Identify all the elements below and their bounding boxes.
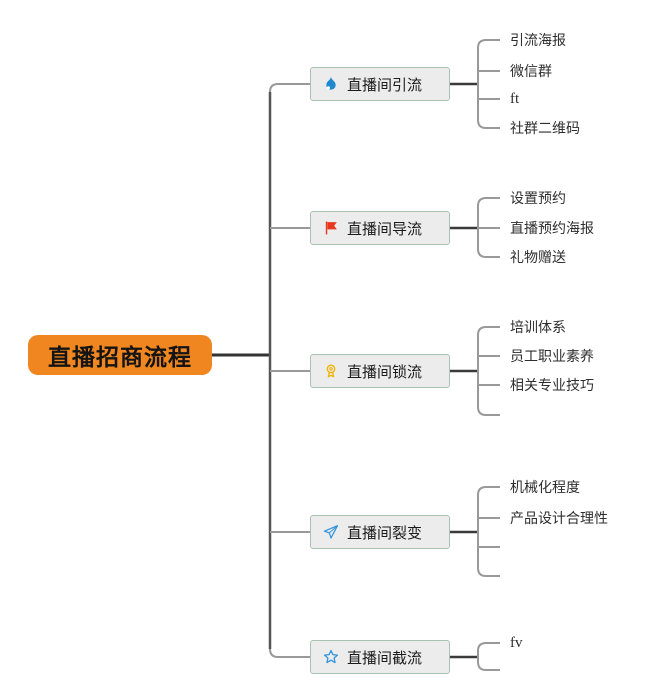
branch-node-label: 直播间锁流	[347, 363, 423, 381]
connector-line	[269, 648, 313, 658]
leaf-node[interactable]: 设置预约	[510, 190, 566, 206]
branch-node[interactable]: 直播间截流	[310, 640, 450, 674]
leaf-node[interactable]: 直播预约海报	[510, 220, 594, 236]
connector-line	[477, 39, 500, 49]
connector-line	[269, 83, 313, 93]
connector-line	[477, 642, 500, 652]
branch-node[interactable]: 直播间导流	[310, 211, 450, 245]
paper-plane-icon	[322, 523, 340, 541]
connector-line	[477, 406, 500, 416]
root-node-label: 直播招商流程	[48, 344, 192, 370]
leaf-node[interactable]: 培训体系	[510, 319, 566, 335]
medal-icon	[322, 362, 340, 380]
leaf-node[interactable]: 微信群	[510, 63, 552, 79]
leaf-node[interactable]: 社群二维码	[510, 120, 580, 136]
leaf-node[interactable]: ft	[510, 91, 520, 107]
connector-line	[477, 248, 500, 258]
leaf-node[interactable]: 员工职业素养	[510, 348, 594, 364]
connector-line	[477, 661, 500, 671]
connector-line	[477, 197, 500, 207]
flag-icon	[322, 219, 340, 237]
branch-node[interactable]: 直播间裂变	[310, 515, 450, 549]
leaf-node[interactable]: 相关专业技巧	[510, 377, 594, 393]
branch-node-label: 直播间引流	[347, 76, 423, 94]
connector-line	[477, 567, 500, 577]
root-node[interactable]: 直播招商流程	[28, 335, 212, 375]
connector-line	[477, 119, 500, 129]
branch-node[interactable]: 直播间锁流	[310, 354, 450, 388]
branch-node-label: 直播间导流	[347, 220, 423, 238]
branch-node[interactable]: 直播间引流	[310, 67, 450, 101]
flame-icon	[322, 75, 340, 93]
leaf-node[interactable]: 礼物赠送	[510, 249, 566, 265]
star-icon	[322, 648, 340, 666]
leaf-node[interactable]: fv	[510, 635, 523, 651]
leaf-node[interactable]: 机械化程度	[510, 479, 580, 495]
branch-node-label: 直播间截流	[347, 649, 423, 667]
connector-line	[477, 486, 500, 496]
leaf-node[interactable]: 产品设计合理性	[510, 510, 608, 526]
leaf-node[interactable]: 引流海报	[510, 32, 566, 48]
branch-node-label: 直播间裂变	[347, 524, 423, 542]
connector-line	[477, 326, 500, 336]
